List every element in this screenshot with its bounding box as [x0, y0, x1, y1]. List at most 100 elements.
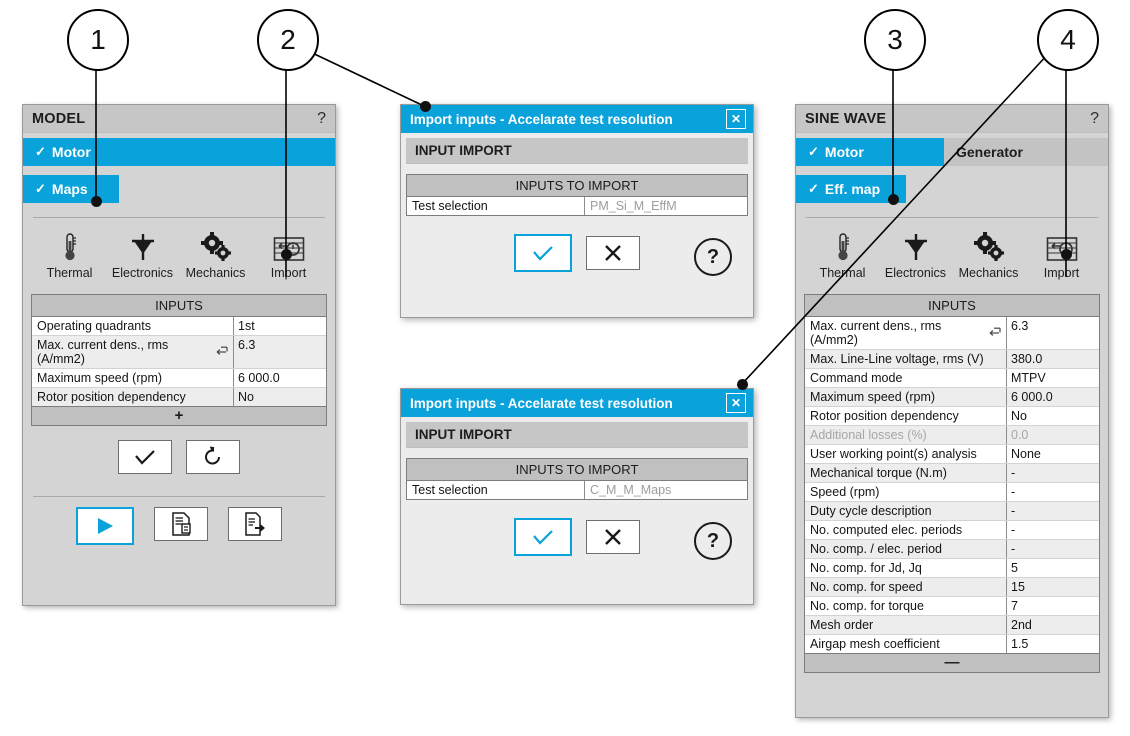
dialog-cancel-button[interactable] — [586, 520, 640, 554]
row-label: User working point(s) analysis — [805, 445, 1007, 463]
table-row[interactable]: Maximum speed (rpm)6 000.0 — [32, 369, 326, 388]
callout-3: 3 — [864, 9, 926, 71]
row-value: - — [1011, 485, 1016, 499]
check-icon: ✓ — [808, 144, 819, 159]
dialog-1-table-header: INPUTS TO IMPORT — [407, 175, 747, 197]
dialog-2-table-header: INPUTS TO IMPORT — [407, 459, 747, 481]
table-row[interactable]: Max. current dens., rms (A/mm2) 6.3 — [32, 336, 326, 369]
table-row[interactable]: Additional losses (%)0.0 — [805, 426, 1099, 445]
sine-tabrow-mode: ✓ Motor Generator — [796, 138, 1108, 166]
thermal-button[interactable]: Thermal — [808, 230, 878, 280]
model-action-row — [23, 426, 335, 474]
sine-collapse-row-button[interactable]: — — [805, 653, 1099, 672]
tab-motor[interactable]: ✓ Motor — [23, 138, 335, 166]
dialog-ok-button[interactable] — [514, 518, 572, 556]
import-icon — [273, 230, 305, 262]
import-dialog-2: Import inputs - Accelarate test resoluti… — [400, 388, 754, 605]
tab-maps[interactable]: ✓ Maps — [23, 175, 119, 203]
sine-tabrow-effmap: ✓ Eff. map — [796, 175, 1108, 203]
row-value: 6.3 — [238, 338, 256, 352]
electronics-icon — [901, 230, 931, 262]
table-row[interactable]: Max. Line-Line voltage, rms (V)380.0 — [805, 350, 1099, 369]
dialog-2-title: Import inputs - Accelarate test resoluti… — [410, 395, 673, 411]
model-bottom-action-row — [23, 497, 335, 545]
import-dialog-1: Import inputs - Accelarate test resoluti… — [400, 104, 754, 318]
dialog-cancel-button[interactable] — [586, 236, 640, 270]
table-row[interactable]: Test selection PM_Si_M_EffM — [407, 197, 747, 215]
report-button[interactable] — [154, 507, 208, 541]
row-value: - — [1011, 504, 1016, 518]
table-row[interactable]: Test selection C_M_M_Maps — [407, 481, 747, 499]
row-label: Max. Line-Line voltage, rms (V) — [805, 350, 1007, 368]
sine-help-icon[interactable]: ? — [1090, 109, 1099, 127]
model-add-row-button[interactable]: + — [32, 406, 326, 425]
row-label: Operating quadrants — [32, 317, 234, 335]
electronics-button[interactable]: Electronics — [881, 230, 951, 280]
validate-button[interactable] — [118, 440, 172, 474]
reset-button[interactable] — [186, 440, 240, 474]
tab-generator-label: Generator — [956, 144, 1023, 160]
run-button[interactable] — [76, 507, 134, 545]
import-button[interactable]: Import — [254, 230, 324, 280]
row-label: No. comp. for speed — [805, 578, 1007, 596]
close-icon[interactable]: ✕ — [726, 393, 746, 413]
dialog-2-table: INPUTS TO IMPORT Test selection C_M_M_Ma… — [406, 458, 748, 500]
table-row[interactable]: Maximum speed (rpm)6 000.0 — [805, 388, 1099, 407]
sine-panel-header: SINE WAVE ? — [796, 105, 1108, 133]
row-label: No. comp. for torque — [805, 597, 1007, 615]
table-row[interactable]: Command mode MTPV — [805, 369, 1099, 388]
mechanics-label: Mechanics — [185, 266, 246, 280]
mechanics-icon — [973, 230, 1004, 262]
callout-4-label: 4 — [1060, 24, 1076, 55]
row-value: MTPV — [1011, 371, 1046, 385]
row-value: 6 000.0 — [238, 371, 280, 385]
tab-motor-label: Motor — [51, 144, 91, 160]
callout-4: 4 — [1037, 9, 1099, 71]
model-panel-title: MODEL — [32, 110, 86, 127]
dialog-2-body: INPUTS TO IMPORT Test selection C_M_M_Ma… — [401, 458, 753, 575]
close-icon[interactable]: ✕ — [726, 109, 746, 129]
tab-motor[interactable]: ✓ Motor — [796, 138, 944, 166]
mechanics-button[interactable]: Mechanics — [954, 230, 1024, 280]
model-help-icon[interactable]: ? — [317, 109, 326, 127]
table-row[interactable]: Duty cycle description- — [805, 502, 1099, 521]
row-value: 5 — [1011, 561, 1018, 575]
model-inputs-header: INPUTS — [32, 295, 326, 317]
table-row[interactable]: No. comp. / elec. period- — [805, 540, 1099, 559]
dialog-ok-button[interactable] — [514, 234, 572, 272]
tabrow-filler — [119, 175, 335, 203]
dialog-1-help-icon[interactable]: ? — [694, 238, 732, 276]
row-label: Additional losses (%) — [805, 426, 1007, 444]
table-row[interactable]: No. computed elec. periods- — [805, 521, 1099, 540]
row-value: No — [1011, 409, 1027, 423]
thermal-button[interactable]: Thermal — [35, 230, 105, 280]
table-row[interactable]: Speed (rpm)- — [805, 483, 1099, 502]
dialog-2-row-label: Test selection — [407, 481, 585, 499]
row-label: Max. current dens., rms (A/mm2) — [32, 336, 234, 368]
tab-eff-map-label: Eff. map — [824, 181, 881, 197]
electronics-button[interactable]: Electronics — [108, 230, 178, 280]
sine-panel-title: SINE WAVE — [805, 110, 887, 127]
row-label: Rotor position dependency — [32, 388, 234, 406]
check-icon: ✓ — [808, 181, 819, 196]
callout-2-label: 2 — [280, 24, 296, 55]
table-row[interactable]: Mechanical torque (N.m)- — [805, 464, 1099, 483]
thermal-icon — [61, 230, 79, 262]
dialog-2-help-icon[interactable]: ? — [694, 522, 732, 560]
dialog-1-body: INPUTS TO IMPORT Test selection PM_Si_M_… — [401, 174, 753, 291]
row-label: Maximum speed (rpm) — [805, 388, 1007, 406]
export-button[interactable] — [228, 507, 282, 541]
mechanics-button[interactable]: Mechanics — [181, 230, 251, 280]
table-row[interactable]: Max. current dens., rms (A/mm2)6.3 — [805, 317, 1099, 350]
row-label: Command mode — [805, 369, 1007, 387]
tab-generator[interactable]: Generator — [944, 138, 1108, 166]
